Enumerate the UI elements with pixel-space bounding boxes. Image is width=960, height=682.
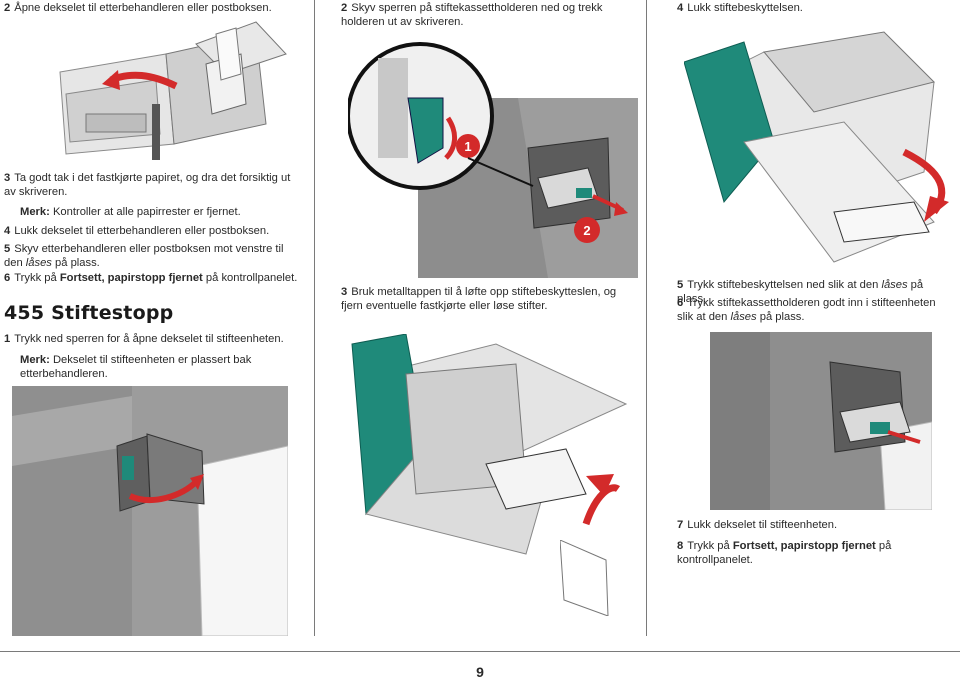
step-number: 1	[4, 333, 11, 345]
column-divider	[646, 0, 647, 636]
step-number: 5	[4, 243, 11, 255]
note-label: Merk:	[20, 206, 50, 218]
cartridge-holder-illustration: 2 1	[348, 42, 638, 278]
callout-1-label: 1	[464, 139, 471, 154]
stapler-door-illustration	[12, 386, 288, 636]
step-text: Bruk metalltappen til å løfte opp stifte…	[341, 286, 617, 312]
teal-cartridge	[870, 422, 890, 434]
step-number: 4	[4, 225, 11, 237]
step-number: 3	[4, 172, 11, 184]
step-number: 5	[677, 279, 684, 291]
step-text: Trykk ned sperren for å åpne dekselet ti…	[14, 333, 284, 345]
step-text: på plass.	[51, 256, 100, 269]
step-text: på kontrollpanelet.	[677, 540, 892, 566]
step-text: Skyv sperren på stiftekassettholderen ne…	[341, 2, 603, 28]
step-number: 4	[677, 2, 684, 14]
callout-2-badge	[574, 217, 600, 243]
cartridge-insert-illustration	[710, 332, 932, 510]
note-1: Merk: Kontroller at alle papirrester er …	[20, 206, 310, 220]
staple-guard-close-illustration	[684, 31, 949, 263]
step-text: Lukk dekselet til etterbehandleren eller…	[14, 225, 270, 237]
step-text: på plass.	[677, 279, 924, 305]
step-text: Trykk stiftekassettholderen godt inn i s…	[677, 297, 936, 323]
emphasis-text: låses	[25, 256, 52, 269]
emphasis-text: låses	[730, 310, 757, 323]
step-number: 3	[341, 286, 348, 298]
step-number: 7	[677, 519, 684, 531]
step-text: Trykk på	[687, 540, 733, 552]
step-text: Lukk dekselet til stifteenheten.	[687, 519, 838, 531]
step-number: 6	[677, 297, 684, 309]
step-text: på kontrollpanelet.	[202, 272, 298, 284]
step-text: Åpne dekselet til etterbehandleren eller…	[14, 2, 272, 14]
note-2: Merk: Dekselet til stifteenheten er plas…	[20, 354, 290, 381]
step-text: Trykk på	[14, 272, 60, 284]
step-text: på plass.	[756, 310, 805, 323]
section-heading: 455 Stiftestopp	[4, 302, 174, 324]
footer-rule	[0, 651, 960, 652]
note-text: Kontroller at alle papirrester er fjerne…	[49, 206, 241, 218]
step-text: Ta godt tak i det fastkjørte papiret, og…	[4, 172, 291, 198]
red-arrow	[128, 478, 200, 503]
column-divider	[314, 0, 315, 636]
teal-lever	[407, 97, 444, 164]
paper-sheet	[560, 540, 609, 616]
callout-2-label: 2	[583, 223, 590, 238]
staple-guard-lift-illustration	[351, 334, 628, 555]
step-text: Skyv etterbehandleren eller postboksen m…	[4, 243, 284, 269]
step-number: 8	[677, 540, 684, 552]
callout-1-badge	[456, 134, 480, 158]
step-number: 2	[341, 2, 348, 14]
teal-latch	[122, 456, 134, 480]
finisher-open-illustration	[59, 21, 287, 160]
bold-text: Fortsett, papirstopp fjernet	[59, 272, 203, 284]
step-text: Trykk stiftebeskyttelsen ned slik at den	[687, 279, 882, 291]
note-label: Merk:	[20, 354, 50, 366]
bold-text: Fortsett, papirstopp fjernet	[732, 540, 876, 552]
step-number: 2	[4, 2, 11, 14]
emphasis-text: låses	[881, 279, 908, 291]
note-text: Dekselet til stifteenheten er plassert b…	[20, 354, 252, 380]
page-number: 9	[476, 664, 484, 680]
step-text: Lukk stiftebeskyttelsen.	[687, 2, 803, 14]
step-number: 6	[4, 272, 11, 284]
